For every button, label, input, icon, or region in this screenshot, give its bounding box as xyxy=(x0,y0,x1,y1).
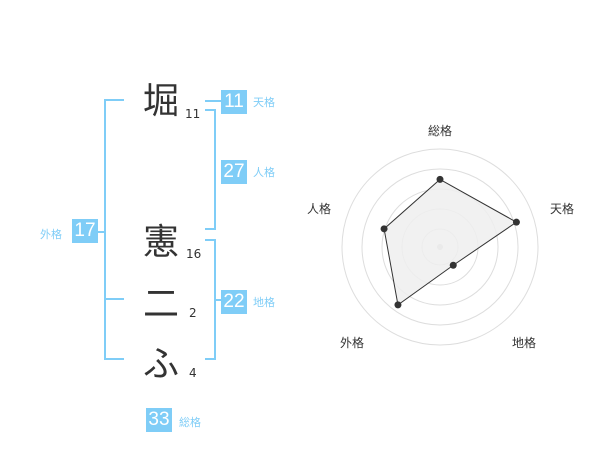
gaikaku-bracket-connector xyxy=(98,231,106,233)
chikaku-bracket-top xyxy=(205,239,216,241)
name-char-2: 憲 xyxy=(142,222,179,263)
radar-point-4 xyxy=(394,301,402,309)
soukaku-label: 総格 xyxy=(179,416,201,429)
gaikaku-bracket-mid xyxy=(104,298,124,300)
radar-point-2 xyxy=(512,218,520,226)
stroke-count-4: 4 xyxy=(189,366,197,380)
radar-polygon xyxy=(383,178,518,306)
gaikaku-value: 17 xyxy=(72,219,98,243)
radar-ring-1 xyxy=(341,148,539,346)
gaikaku-bracket-bottom xyxy=(104,358,124,360)
jinkaku-label: 人格 xyxy=(253,166,275,179)
stroke-count-2: 16 xyxy=(186,247,202,261)
chikaku-value: 22 xyxy=(221,290,247,314)
chikaku-connector xyxy=(214,299,222,301)
radar-label-tenkaku: 天格 xyxy=(549,202,574,216)
radar-point-3 xyxy=(449,261,457,269)
jinkaku-value: 27 xyxy=(221,160,247,184)
radar-point-5 xyxy=(380,225,388,233)
radar-label-soukaku: 総格 xyxy=(427,124,452,138)
soukaku-value: 33 xyxy=(146,408,172,432)
tenkaku-connector xyxy=(205,100,221,102)
gaikaku-bracket-top xyxy=(104,99,124,101)
stroke-count-1: 11 xyxy=(185,107,201,121)
name-char-4: ふ xyxy=(142,344,179,385)
radar-points xyxy=(380,175,520,309)
stroke-count-3: 2 xyxy=(189,306,197,320)
radar-label-chikaku: 地格 xyxy=(511,336,536,350)
radar-label-gaikaku: 外格 xyxy=(339,336,364,350)
tenkaku-value: 11 xyxy=(221,90,247,114)
name-char-1: 堀 xyxy=(142,81,179,122)
jinkaku-bracket-bottom xyxy=(205,228,216,230)
chikaku-label: 地格 xyxy=(253,296,275,309)
tenkaku-label: 天格 xyxy=(253,96,275,109)
radar-point-1 xyxy=(436,175,444,183)
gaikaku-bracket-vertical xyxy=(104,99,106,360)
gaikaku-label: 外格 xyxy=(40,228,62,241)
radar-ring-2 xyxy=(361,168,519,326)
radar-label-jinkaku: 人格 xyxy=(306,202,331,216)
name-char-3: 二 xyxy=(142,284,179,325)
chikaku-bracket-bottom xyxy=(205,358,216,360)
jinkaku-bracket-top xyxy=(205,109,216,111)
jinkaku-bracket-vertical xyxy=(214,109,216,230)
